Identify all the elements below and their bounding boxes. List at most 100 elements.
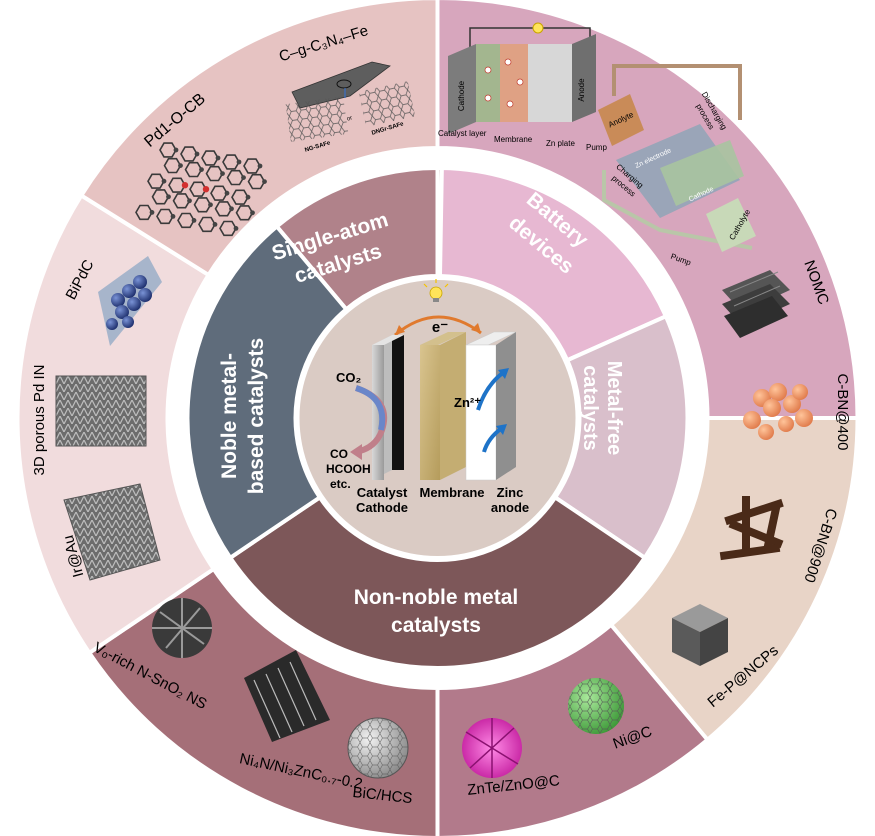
lattice-hexagon	[235, 205, 254, 221]
catholyte-tank	[706, 198, 756, 252]
lattice-atom	[178, 163, 183, 169]
lattice-atom	[229, 206, 234, 212]
zinc-anode-slab	[465, 344, 497, 481]
lattice-hexagon	[231, 189, 249, 205]
cbn400-label: C-BN@400	[834, 374, 851, 451]
electron-arrowhead-left	[395, 325, 405, 335]
cell-electrolyte	[528, 44, 572, 122]
flow-cell-catalyst	[660, 140, 744, 206]
ni4n-nanosheets	[244, 650, 330, 742]
product-etc: etc.	[330, 477, 351, 491]
metal-free-examples: NOMC C-BN@400 C-BN@900	[719, 258, 851, 585]
inner-ring	[185, 165, 690, 670]
lattice-atom	[170, 214, 176, 219]
lattice-atom	[149, 210, 155, 215]
zn-ion-label: Zn²⁺	[454, 395, 481, 410]
lattice-hexagon	[147, 173, 165, 189]
metal-free-label-2: catalysts	[579, 365, 601, 451]
non-noble-label-1: Non-noble metal	[354, 586, 519, 609]
lattice-hexagon	[151, 189, 170, 205]
lattice-atom	[212, 222, 218, 227]
lattice-atom	[233, 226, 239, 231]
pd1-o-cb-lattice	[135, 142, 267, 237]
membrane-side	[440, 332, 466, 480]
lattice-hexagon	[205, 165, 224, 182]
lattice-hexagon	[135, 204, 153, 221]
lattice-atom	[215, 155, 221, 161]
cathode-catalyst-layer	[392, 335, 404, 470]
co2-arrowhead	[350, 444, 362, 460]
cbn400-particles	[743, 383, 813, 440]
flake-highlight	[336, 79, 352, 89]
cell-anode-plate	[572, 34, 596, 122]
catalyst-layer-label: Catalyst layer	[438, 129, 487, 138]
lattice-hexagon	[168, 177, 186, 193]
light-bulb-icon	[423, 279, 449, 302]
inner-segment-noble	[185, 223, 350, 561]
cell-catalyst-layer	[476, 44, 500, 122]
lattice-atom	[250, 210, 255, 216]
lattice-atom	[262, 179, 267, 185]
nomc-rods	[722, 270, 790, 338]
lattice-hexagon	[156, 208, 174, 225]
lattice-hexagon	[180, 146, 198, 162]
co2-reduction-arrow-blue	[354, 385, 386, 431]
non-noble-examples: Vₒ-rich N-SnO₂ NS Ni₄N/Ni₃ZnC₀.₇-0.2 BiC…	[91, 598, 782, 807]
electron-label: e⁻	[432, 319, 448, 336]
fe-p-cube	[672, 604, 728, 666]
lattice-atom	[191, 218, 197, 223]
lattice-hexagon	[222, 154, 240, 170]
cathode-label-1: Catalyst	[357, 485, 408, 500]
lattice-atom	[224, 190, 230, 196]
anode-label-2: anode	[491, 500, 529, 515]
outer-segment-non-noble-right	[435, 622, 711, 836]
anolyte-tank	[598, 94, 644, 146]
lattice-hexagon	[247, 173, 266, 190]
lattice-atom	[208, 202, 213, 208]
co2-label: CO₂	[336, 370, 362, 385]
bipdc-cluster	[98, 256, 162, 346]
lattice-hexagon	[193, 197, 212, 213]
cell-membrane	[500, 44, 528, 122]
cell-cathode-label: Cathode	[457, 80, 466, 111]
cell-cathode-plate	[448, 44, 476, 134]
inner-segment-metal-free	[552, 313, 690, 561]
outer-segment-single-atom	[78, 0, 440, 278]
lattice-hexagon	[189, 181, 207, 197]
cell-membrane-label: Membrane	[494, 135, 533, 144]
lattice-hexagon	[226, 169, 245, 186]
noble-examples: BiPdC 3D porous Pd IN Ir@Au	[31, 256, 162, 581]
lattice-hexagon	[177, 212, 195, 229]
lattice-atom	[187, 198, 192, 204]
dngr-safe-lattice	[358, 81, 416, 127]
or-label: or	[346, 115, 353, 122]
membrane-slab	[420, 345, 440, 480]
lattice-atom	[194, 151, 200, 157]
zn-arrowhead-upper	[498, 368, 509, 379]
cell-molecules	[484, 58, 524, 108]
center-schematic: e⁻ CO₂ CO HCOOH etc. Zn²⁺ Catalyst Catho…	[326, 279, 529, 515]
znte-nanoflower	[462, 718, 522, 778]
lattice-hexagon	[201, 150, 219, 166]
product-hcooh: HCOOH	[326, 462, 371, 476]
cell-anode-label: Anode	[577, 78, 586, 102]
lattice-hexagon	[163, 157, 182, 174]
lattice-atom	[166, 194, 171, 200]
anode-side	[496, 332, 516, 480]
lattice-atom	[220, 171, 225, 177]
lattice-atom	[245, 194, 251, 200]
cathode-top	[372, 335, 404, 345]
electron-arrowhead	[471, 323, 481, 333]
sno2-nanoflower	[152, 598, 212, 658]
porous-pd-label: 3D porous Pd IN	[31, 365, 48, 476]
noble-label-2: based catalysts	[245, 338, 268, 494]
ir-au-sem-image	[63, 483, 161, 581]
lattice-atom	[181, 182, 189, 189]
flow-pipe-bottom	[602, 170, 753, 250]
lattice-atom	[173, 147, 179, 153]
porous-pd-sem-image	[55, 375, 147, 447]
electron-flow-arrow	[394, 315, 482, 337]
zn-arrowhead-lower	[496, 424, 507, 435]
product-co: CO	[330, 447, 348, 461]
